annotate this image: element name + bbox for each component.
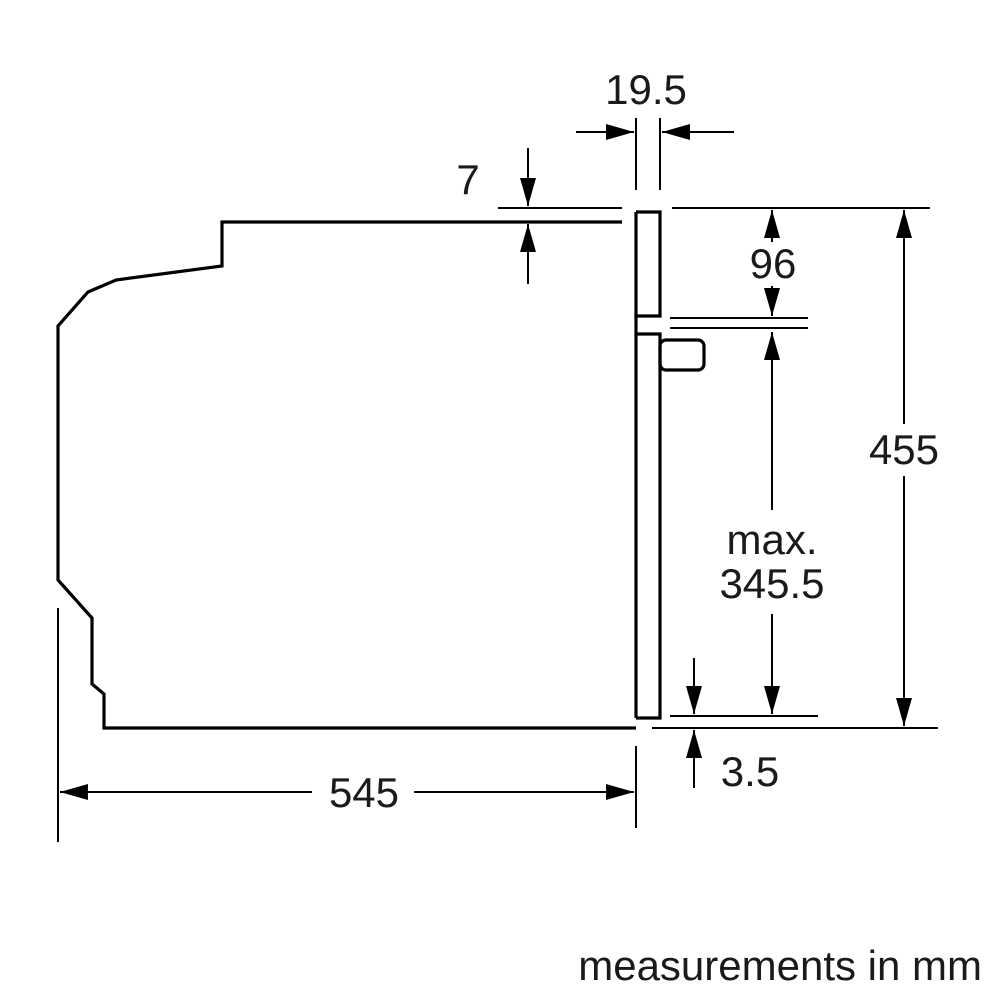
dimension-top-offset: [520, 148, 536, 284]
dimension-control-panel: [740, 210, 806, 316]
label-bottom-offset: 3.5: [721, 748, 779, 795]
label-opening-max: max.: [726, 516, 817, 563]
dimension-overall-height: [862, 210, 946, 726]
dimension-depth: [60, 784, 634, 800]
extension-lines: [57, 118, 938, 842]
dimension-door-thickness: [576, 124, 734, 140]
label-top-offset: 7: [456, 156, 479, 203]
dimension-bottom-offset: [686, 658, 702, 788]
label-control-panel: 96: [750, 240, 797, 287]
label-depth: 545: [329, 769, 399, 816]
oven-body-outline: [56, 220, 636, 730]
oven-knob: [658, 338, 706, 372]
units-note: measurements in mm: [578, 942, 982, 989]
dimension-opening-height: [706, 332, 840, 714]
label-door-thickness: 19.5: [605, 66, 687, 113]
oven-door-front: [634, 210, 662, 720]
label-opening-height: 345.5: [719, 560, 824, 607]
label-overall-height: 455: [869, 426, 939, 473]
